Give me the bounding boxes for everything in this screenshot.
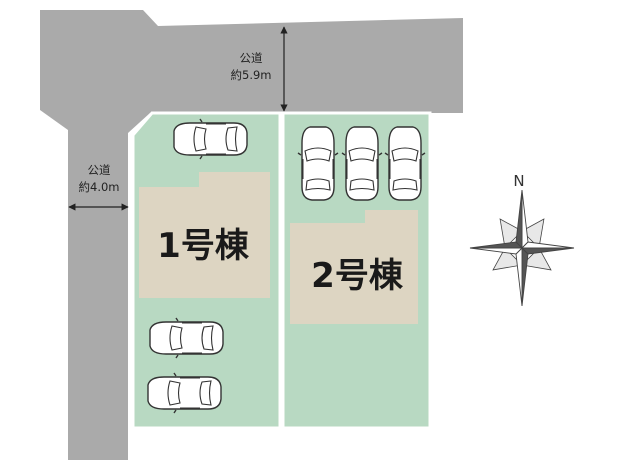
parking-car [384,126,426,201]
west-road-label: 公道 [88,163,111,177]
building-2-label: 2号棟 [311,256,404,296]
north-road-width: 約5.9m [231,68,272,82]
north-road-label: 公道 [240,51,263,65]
public-road-north [40,10,463,460]
parking-car [341,126,383,201]
parking-car [147,372,222,414]
parking-car [173,118,248,160]
compass-rose-icon [469,189,575,307]
building-1-footprint [139,172,270,298]
compass-north-label: N [513,172,524,190]
building-2-footprint [290,210,418,324]
west-road-width: 約4.0m [79,180,120,194]
parking-car [149,317,224,359]
building-1-label: 1号棟 [157,226,250,266]
parking-car [297,126,339,201]
